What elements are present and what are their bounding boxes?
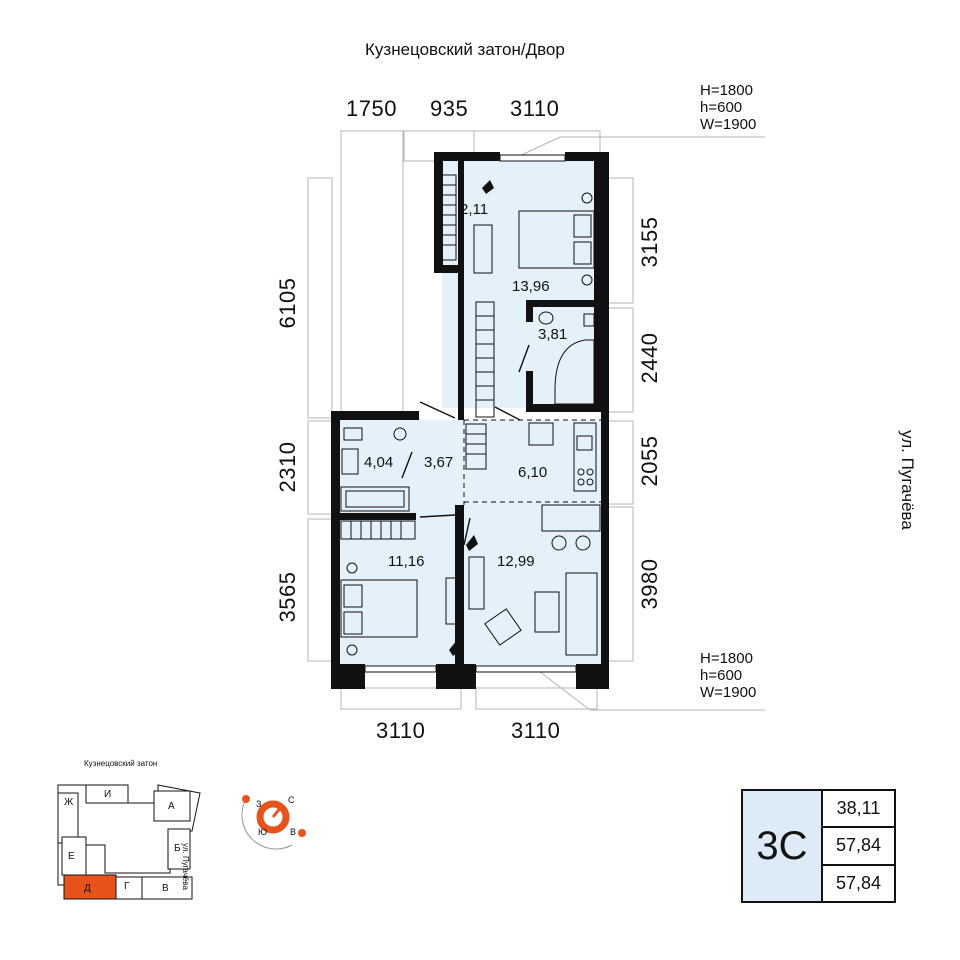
site-block-i: И xyxy=(104,789,112,800)
dim-left-2: 2310 xyxy=(275,441,300,493)
doors xyxy=(401,344,530,546)
compass-north: С xyxy=(288,795,295,805)
room-area-bedroom-2: 11,16 xyxy=(388,553,425,570)
site-plan-street: ул. Пугачёва xyxy=(181,843,190,890)
site-block-e: Е xyxy=(68,851,75,862)
summary-table: 3С 38,11 57,84 57,84 xyxy=(741,789,896,903)
plant-icons xyxy=(449,180,494,656)
site-plan-title: Кузнецовский затон xyxy=(84,759,158,768)
room-area-hallway: 3,67 xyxy=(424,454,454,471)
windows xyxy=(364,154,577,673)
summary-value-1: 38,11 xyxy=(823,791,894,829)
compass-south: Ю xyxy=(258,827,268,837)
summary-values: 38,11 57,84 57,84 xyxy=(823,791,894,901)
site-block-b: Б xyxy=(174,843,181,854)
site-block-zh: Ж xyxy=(64,797,74,808)
dim-right-3: 2055 xyxy=(637,435,662,487)
dim-right-4: 3980 xyxy=(637,558,662,610)
dim-bottom-2: 3110 xyxy=(511,718,561,743)
site-block-g: Г xyxy=(124,881,130,892)
dim-top-2: 935 xyxy=(430,96,469,121)
dim-right-1: 3155 xyxy=(637,216,662,268)
window-spec-top-sill: h=600 xyxy=(700,99,743,116)
site-block-d: Д xyxy=(84,883,91,894)
room-area-wardrobe: 2,11 xyxy=(460,201,489,218)
room-area-bathroom-1: 3,81 xyxy=(538,326,568,343)
site-block-a: А xyxy=(168,801,175,812)
window-spec-bottom-w: W=1900 xyxy=(700,684,757,701)
window-spec-top: H=1800 h=600 W=1900 xyxy=(700,82,756,133)
room-area-bathroom-2: 4,04 xyxy=(364,454,394,471)
compass-east: В xyxy=(290,827,297,837)
furniture xyxy=(340,174,601,656)
dim-left-3: 3565 xyxy=(275,571,300,623)
apartment-code: 3С xyxy=(743,791,823,901)
dim-top-1: 1750 xyxy=(346,96,397,121)
dim-top-3: 3110 xyxy=(510,96,560,121)
window-spec-bottom-sill: h=600 xyxy=(700,667,743,684)
room-area-bedroom: 13,96 xyxy=(512,278,550,295)
compass-west: З xyxy=(256,799,262,809)
dim-bottom-1: 3110 xyxy=(376,718,426,743)
site-plan-map xyxy=(57,784,201,900)
window-spec-bottom-h: H=1800 xyxy=(700,650,753,667)
site-plan: Кузнецовский затон Ж И А Е Б Д Г В ул. П… xyxy=(50,755,230,905)
summary-value-2: 57,84 xyxy=(823,828,894,866)
street-label-top: Кузнецовский затон/Двор xyxy=(365,40,565,59)
dim-left-1: 6105 xyxy=(275,277,300,329)
zone-lines xyxy=(463,419,601,505)
walls xyxy=(331,152,609,689)
window-spec-bottom: H=1800 h=600 W=1900 xyxy=(700,650,756,701)
site-block-v: В xyxy=(162,883,169,894)
dim-right-2: 2440 xyxy=(637,332,662,384)
room-area-kitchen: 6,10 xyxy=(518,464,548,481)
summary-value-3: 57,84 xyxy=(835,872,882,893)
compass: З С Ю В xyxy=(236,785,316,855)
window-spec-top-w: W=1900 xyxy=(700,116,757,133)
room-area-living-room: 12,99 xyxy=(497,553,535,570)
compass-rose xyxy=(241,795,306,850)
window-spec-top-h: H=1800 xyxy=(700,82,753,99)
